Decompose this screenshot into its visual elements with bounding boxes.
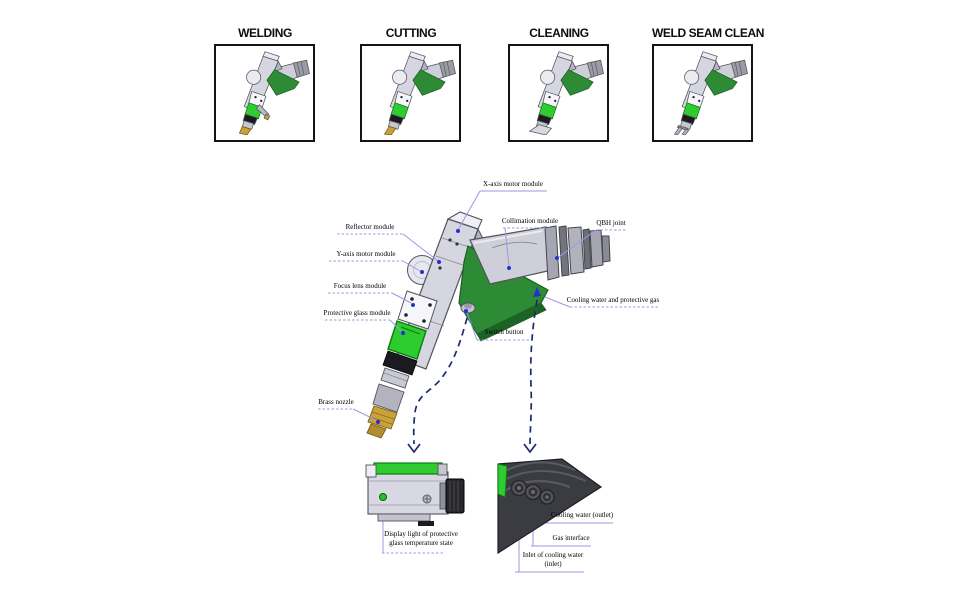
detail-connectors bbox=[497, 458, 603, 555]
cutting-gun-thumb bbox=[383, 51, 456, 135]
qbh-joint-rings bbox=[544, 225, 611, 281]
mode-title-welding: WELDING bbox=[238, 26, 292, 40]
water-gas-connectors bbox=[510, 479, 555, 505]
label-qbh-joint: QBH joint bbox=[596, 219, 626, 227]
label-reflector-module: Reflector module bbox=[345, 223, 395, 231]
focus-lens-panel bbox=[397, 290, 438, 330]
label-cooling-water-outlet: Cooling water (outlet) bbox=[550, 511, 614, 519]
label-display-light-line1: Display light of protective bbox=[384, 530, 458, 538]
down-arrowhead-left bbox=[407, 443, 421, 454]
welding-gun-thumb bbox=[238, 51, 310, 135]
protective-glass-window bbox=[387, 320, 427, 360]
label-display-light-line2: glass temperature state bbox=[389, 539, 453, 547]
detail-display-module bbox=[365, 462, 465, 526]
label-gas-interface: Gas interface bbox=[552, 534, 590, 542]
cleaning-tip bbox=[528, 124, 552, 135]
mode-thumbnail-cleaning bbox=[508, 44, 609, 142]
mode-thumbnail-cutting bbox=[360, 44, 461, 142]
cooling-arrow bbox=[533, 287, 541, 297]
down-arrowhead-right bbox=[523, 443, 537, 454]
mode-title-weld-seam-clean: WELD SEAM CLEAN bbox=[652, 26, 764, 40]
mode-title-cleaning: CLEANING bbox=[529, 26, 589, 40]
black-knob bbox=[445, 478, 465, 514]
label-protective-glass-module: Protective glass module bbox=[323, 309, 391, 317]
label-focus-lens-module: Focus lens module bbox=[333, 282, 387, 290]
label-inlet-cooling-water-line1: Inlet of cooling water bbox=[522, 551, 584, 559]
dashed-callout-lines bbox=[407, 299, 538, 454]
mode-thumbnail-weld-seam-clean bbox=[652, 44, 753, 142]
green-strip bbox=[373, 462, 443, 475]
label-inlet-cooling-water-line2: (inlet) bbox=[544, 560, 562, 568]
forked-tip bbox=[673, 125, 689, 135]
cutting-tip bbox=[383, 126, 396, 135]
label-collimation-module: Collimation module bbox=[501, 217, 559, 225]
temperature-led bbox=[379, 493, 387, 501]
mode-title-cutting: CUTTING bbox=[385, 26, 437, 40]
label-cooling-water-protective-gas: Cooling water and protective gas bbox=[566, 296, 660, 304]
cleaning-gun-thumb bbox=[528, 51, 604, 135]
label-y-axis-motor-module: Y-axis motor module bbox=[336, 250, 396, 258]
main-gun bbox=[366, 211, 611, 439]
welding-tip bbox=[238, 104, 270, 135]
mode-thumbnail-welding bbox=[214, 44, 315, 142]
brass-nozzle-tip bbox=[366, 423, 387, 439]
label-switch-button: Switch button bbox=[484, 328, 524, 336]
leader-lines bbox=[318, 190, 658, 573]
weld-seam-clean-gun-thumb bbox=[673, 51, 748, 135]
label-x-axis-motor-module: X-axis motor module bbox=[483, 180, 543, 188]
label-brass-nozzle: Brass nozzle bbox=[318, 398, 354, 406]
